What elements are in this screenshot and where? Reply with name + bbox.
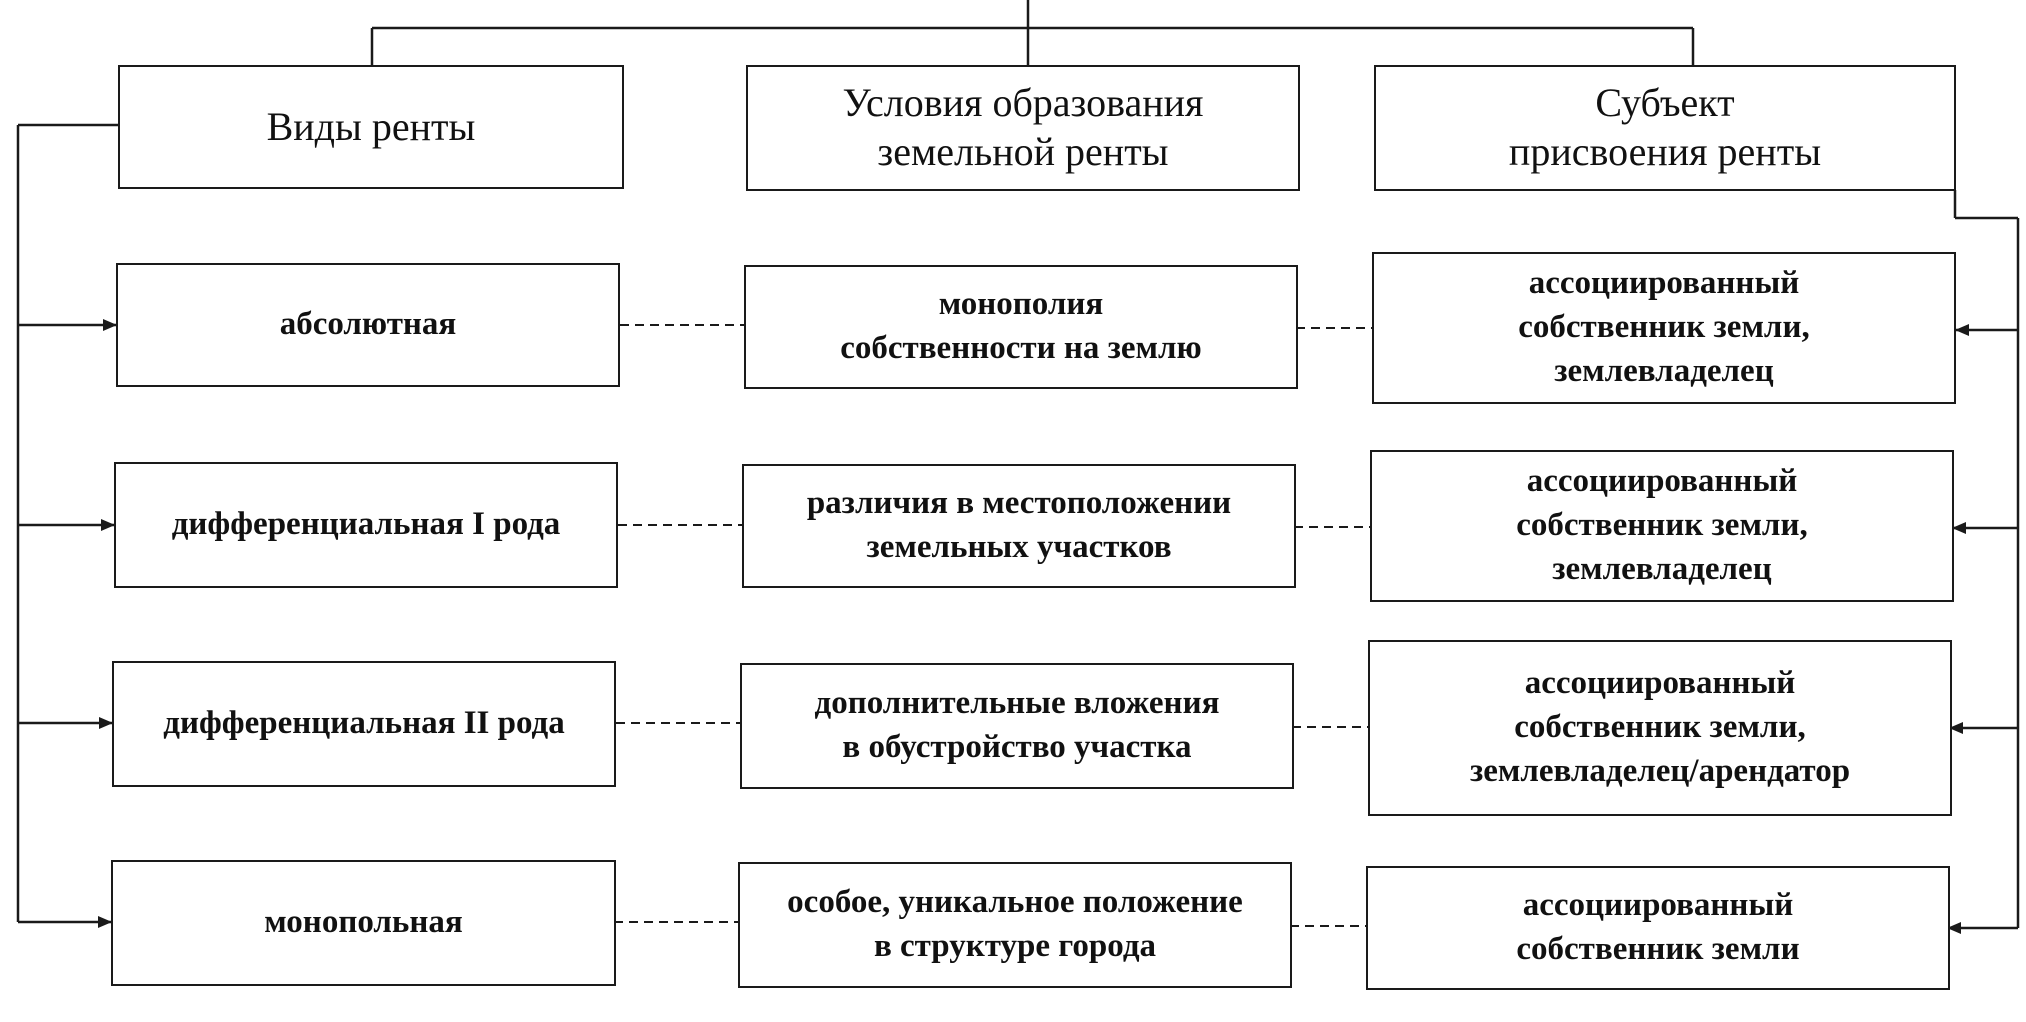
subject-box-1: ассоциированный собственник земли, земле… [1372,252,1956,404]
rent-type-box-1: абсолютная [116,263,620,387]
header-types-box: Виды ренты [118,65,624,189]
subject-box-4: ассоциированный собственник земли [1366,866,1950,990]
header-conditions-box: Условия образования земельной ренты [746,65,1300,191]
condition-box-3: дополнительные вложения в обустройство у… [740,663,1294,789]
rent-type-box-4: монопольная [111,860,616,986]
subject-box-3: ассоциированный собственник земли, земле… [1368,640,1952,816]
header-subject-box: Субъект присвоения ренты [1374,65,1956,191]
condition-box-4: особое, уникальное положение в структуре… [738,862,1292,988]
subject-box-2: ассоциированный собственник земли, земле… [1370,450,1954,602]
condition-box-2: различия в местоположении земельных учас… [742,464,1296,588]
rent-type-box-3: дифференциальная II рода [112,661,616,787]
condition-box-1: монополия собственности на землю [744,265,1298,389]
rent-type-box-2: дифференциальная I рода [114,462,618,588]
